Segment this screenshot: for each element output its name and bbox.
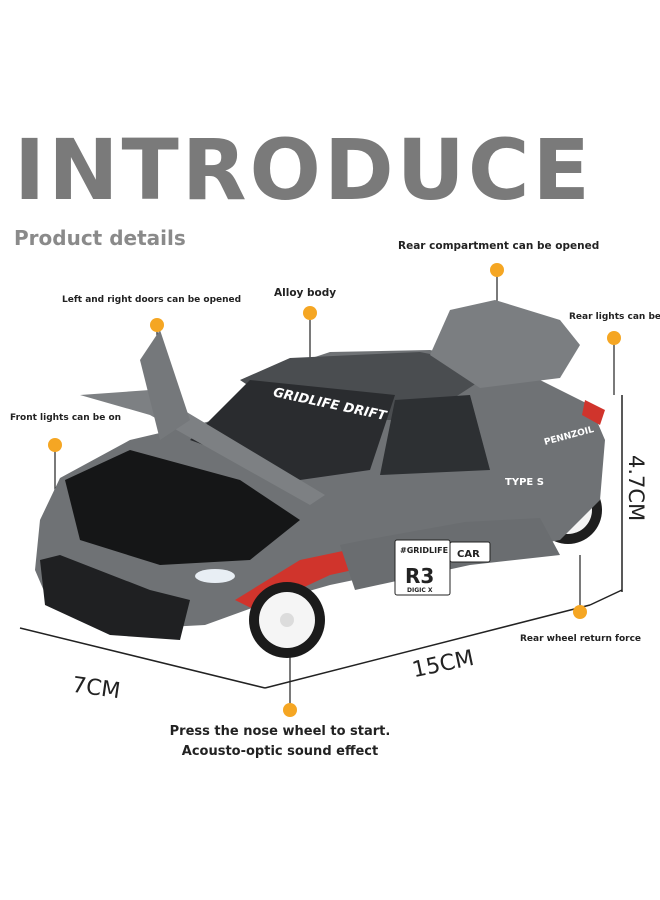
rear-decal: TYPE S — [505, 477, 544, 488]
marker-rear-wheel — [573, 605, 587, 619]
dimension-height: 4.7CM — [624, 455, 648, 522]
caption-line-1: Press the nose wheel to start. — [169, 724, 391, 739]
door-sub: DIGIC X — [407, 587, 433, 594]
callout-rear-compartment: Rear compartment can be opened — [398, 240, 600, 252]
marker-front-lights — [48, 438, 62, 452]
marker-rear-compartment — [490, 263, 504, 277]
front-wheel — [249, 582, 325, 658]
callout-doors: Left and right doors can be opened — [62, 295, 242, 305]
callout-rear-wheel: Rear wheel return force — [520, 634, 642, 644]
page-title: INTRODUCE — [14, 121, 593, 219]
nose-wheel-caption: Press the nose wheel to start. Acousto-o… — [130, 722, 430, 762]
car-tag: CAR — [457, 549, 480, 560]
callout-rear-lights: Rear lights can be on — [569, 312, 660, 322]
callout-alloy-body: Alloy body — [274, 287, 337, 299]
markers — [48, 263, 621, 717]
callout-front-lights: Front lights can be on — [10, 413, 122, 423]
door-badge: #GRIDLIFE — [400, 546, 448, 555]
marker-doors — [150, 318, 164, 332]
door-number: R3 — [405, 564, 434, 588]
page-subtitle: Product details — [14, 226, 186, 250]
marker-nose-wheel — [283, 703, 297, 717]
caption-line-2: Acousto-optic sound effect — [181, 744, 379, 759]
dimension-lines — [19, 395, 623, 689]
marker-rear-lights — [607, 331, 621, 345]
car-body — [35, 300, 605, 640]
marker-alloy-body — [303, 306, 317, 320]
